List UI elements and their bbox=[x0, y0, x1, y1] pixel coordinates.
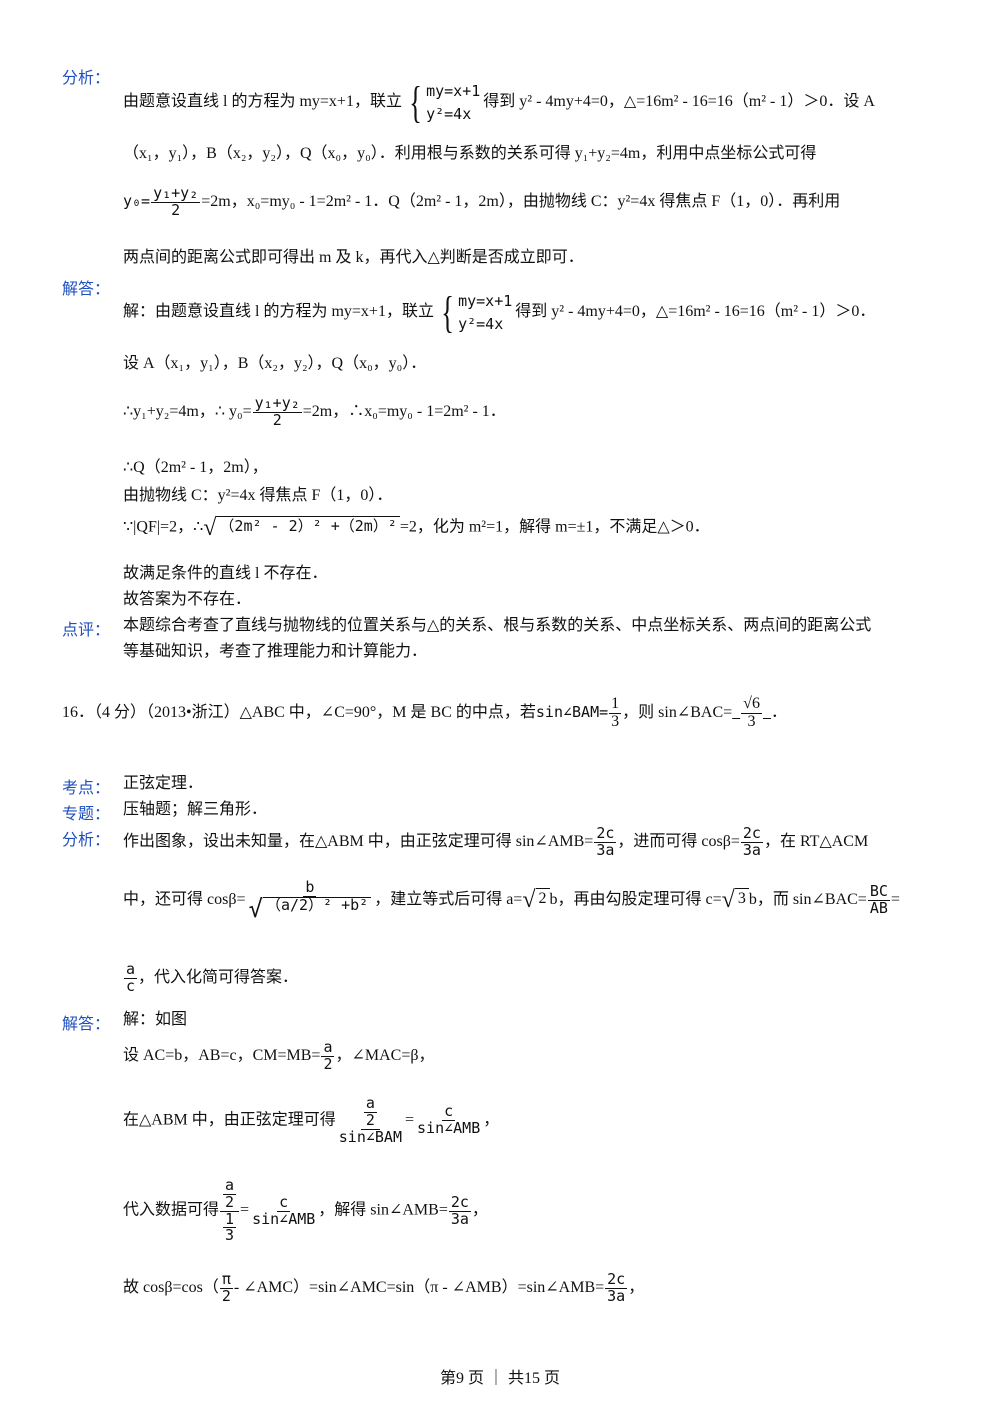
label-kaodian: 考点： bbox=[62, 780, 111, 797]
comment-line-2: 等基础知识，考查了推理能力和计算能力． bbox=[123, 643, 428, 660]
label-zhuanti: 专题： bbox=[62, 806, 111, 823]
label-solution: 解答： bbox=[62, 281, 111, 298]
solution-line-2: 设 A（x₁，y₁），B（x₂，y₂），Q（x₀，y₀）． bbox=[123, 355, 427, 372]
solution16-line-1: 解：如图 bbox=[123, 1011, 188, 1028]
solution-line-7: 故满足条件的直线 l 不存在． bbox=[123, 565, 328, 582]
solution-line-5: 由抛物线 C：y²=4x 得焦点 F（1，0）． bbox=[123, 487, 393, 504]
analysis-line-2: （x₁，y₁），B（x₂，y₂），Q（x₀，y₀）．利用根与系数的关系可得 y₁… bbox=[123, 145, 817, 162]
label-solution-16: 解答： bbox=[62, 1016, 111, 1033]
solution-line-6: ∵|QF|=2，∴√（2m² - 2）² +（2m）²=2，化为 m²=1，解得… bbox=[123, 515, 710, 541]
page-footer: 第9 页 ｜ 共15 页 bbox=[439, 1370, 560, 1387]
solution-line-4: ∴Q（2m² - 1，2m）， bbox=[123, 459, 268, 476]
label-analysis-16: 分析： bbox=[62, 832, 111, 849]
sqrt-expression: √（2m² - 2）² +（2m）² bbox=[203, 516, 400, 540]
kaodian-text: 正弦定理． bbox=[123, 775, 204, 792]
label-comment: 点评： bbox=[62, 622, 111, 639]
zhuanti-text: 压轴题；解三角形． bbox=[123, 801, 268, 818]
solution-line-8: 故答案为不存在． bbox=[123, 591, 252, 608]
label-analysis: 分析： bbox=[62, 70, 111, 87]
comment-line-1: 本题综合考查了直线与抛物线的位置关系与△的关系、根与系数的关系、中点坐标关系、两… bbox=[123, 617, 872, 634]
question-16: 16．（4 分）（2013•浙江）△ABC 中，∠C=90°，M 是 BC 的中… bbox=[62, 695, 787, 730]
analysis-line-4: 两点间的距离公式即可得出 m 及 k，再代入△判断是否成立即可． bbox=[123, 249, 584, 266]
